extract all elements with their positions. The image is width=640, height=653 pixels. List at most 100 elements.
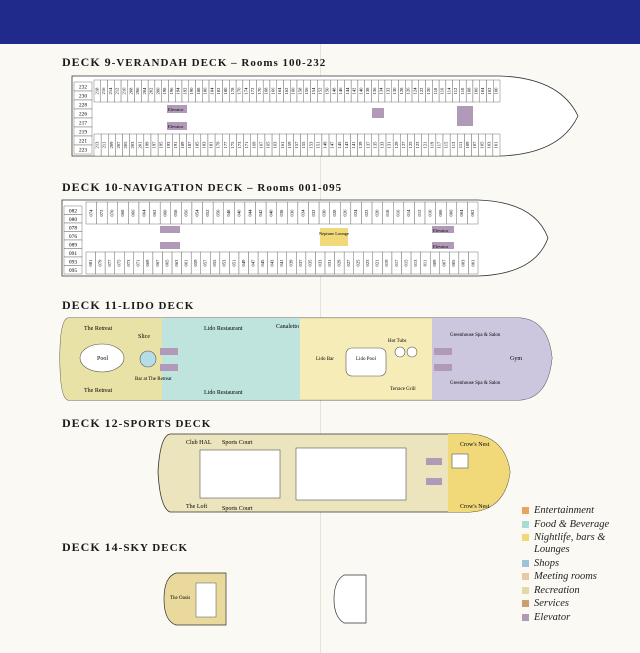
legend-swatch [522, 613, 529, 621]
lido-pool-shape [345, 347, 387, 377]
cabin-number: 192 [182, 87, 187, 95]
legend-item: Services [522, 598, 640, 610]
cabin-number: 142 [352, 87, 357, 95]
cabin-number: 065 [164, 259, 169, 267]
cabin-number: 183 [201, 141, 206, 149]
cabin-number: 164 [277, 87, 282, 95]
cabin-number: 004 [459, 209, 464, 217]
lido-restaurant-label: Lido Restaurant [204, 390, 243, 396]
cabin-number: 001 [470, 259, 475, 267]
cabin-number: 041 [279, 259, 284, 267]
cabin-number: 007 [442, 259, 447, 267]
cabin-number: 051 [231, 259, 236, 267]
cabin-number: 159 [287, 141, 292, 149]
cabin-number: 006 [449, 209, 454, 217]
gym-label: Gym [510, 356, 522, 362]
cabin-number: 034 [300, 209, 305, 217]
cabin-number: 133 [380, 141, 385, 149]
cabin-number: 074 [88, 209, 93, 217]
crows-nest-area [448, 434, 510, 512]
cabin-number: 067 [155, 259, 160, 267]
cabin-number: 077 [107, 259, 112, 267]
cabin-number: 116 [440, 87, 445, 94]
cabin-number: 143 [344, 141, 349, 149]
legend-label: Food & Beverage [534, 518, 610, 530]
cabin-number: 170 [257, 87, 262, 95]
legend-item: Shops [522, 558, 640, 570]
cabin-number: 014 [406, 209, 411, 217]
cabin-number: 154 [311, 87, 316, 95]
deck12-plan: Club HAL Sports Court Sports Court The L… [157, 433, 511, 513]
pool-shape [79, 343, 125, 373]
header-band [0, 0, 640, 44]
cabin-number: 190 [189, 87, 194, 95]
cabin-number: 056 [184, 209, 189, 217]
cabin-number: 162 [284, 87, 289, 95]
cabin-number: 221 [79, 139, 88, 145]
elevator-icon [160, 226, 180, 233]
cabin-number: 061 [183, 259, 188, 267]
retreat-label: The Retreat [84, 388, 112, 394]
cabin-number: 218 [94, 87, 99, 95]
cabin-number: 126 [406, 87, 411, 95]
cabin-number: 046 [237, 209, 242, 217]
cabin-number: 203 [130, 141, 135, 149]
elevator-icon [432, 242, 454, 249]
cabin-cell [493, 79, 501, 103]
cabin-number: 180 [223, 87, 228, 95]
cabin-number: 118 [433, 87, 438, 94]
cabin-number: 058 [173, 209, 178, 217]
cabin-number: 022 [364, 209, 369, 217]
legend-swatch [522, 573, 529, 580]
cabin-number: 171 [244, 141, 249, 149]
cabin-number: 204 [142, 87, 147, 95]
neptune-lounge-label: Neptune Lounge [319, 231, 349, 236]
cabin-number: 120 [426, 87, 431, 95]
cabin-number: 033 [317, 259, 322, 267]
elevator-icon [160, 364, 178, 371]
cabin-number: 017 [394, 259, 399, 267]
cabin-number: 002 [470, 209, 475, 217]
cabin-number: 140 [358, 87, 363, 95]
legend-label: Recreation [534, 584, 580, 596]
cabin-number: 005 [451, 259, 456, 267]
legend-item: Elevator [522, 612, 640, 624]
cabin-number: 160 [291, 87, 296, 95]
the-oasis-label: The Oasis [170, 596, 190, 601]
cabin-number: 029 [336, 259, 341, 267]
cabin-number: 184 [209, 87, 214, 95]
cabin-number: 168 [264, 87, 269, 95]
cabin-number: 082 [69, 208, 78, 214]
crows-nest-label: Crow's Nest [460, 504, 490, 510]
bar-retreat-label: Bar at The Retreat [135, 377, 172, 382]
cabin-number: 129 [394, 141, 399, 149]
deck9-elevator-label: Elevator [168, 124, 184, 129]
cabin-number: 040 [268, 209, 273, 217]
cabin-number: 210 [122, 87, 127, 95]
deck9-elevator-label: Elevator [168, 107, 184, 112]
cabin-number: 012 [417, 209, 422, 217]
cabin-number: 020 [374, 209, 379, 217]
lido-restaurant-area [162, 318, 300, 400]
cabin-number: 151 [315, 141, 320, 149]
greenhouse-label: Greenhouse Spa & Salon [450, 381, 501, 386]
cabin-number: 230 [79, 94, 88, 100]
cabin-number: 066 [131, 209, 136, 217]
cabin-number: 137 [365, 141, 370, 149]
sports-court-label: Sports Court [222, 506, 253, 512]
cabin-number: 223 [79, 148, 88, 154]
legend-swatch [522, 520, 529, 528]
cabin-number: 093 [69, 259, 78, 265]
hot-tub-icon [406, 346, 418, 358]
cabin-number: 144 [345, 87, 350, 95]
legend-label: Shops [534, 557, 560, 569]
cabin-cell [492, 133, 501, 157]
cabin-number: 172 [250, 87, 255, 95]
lido-pool-label: Lido Pool [356, 357, 376, 362]
lido-bar-label: Lido Bar [316, 357, 334, 362]
cabin-number: 095 [69, 268, 78, 274]
terrace-grill-label: Terrace Grill [390, 387, 416, 392]
cabin-number: 030 [321, 209, 326, 217]
